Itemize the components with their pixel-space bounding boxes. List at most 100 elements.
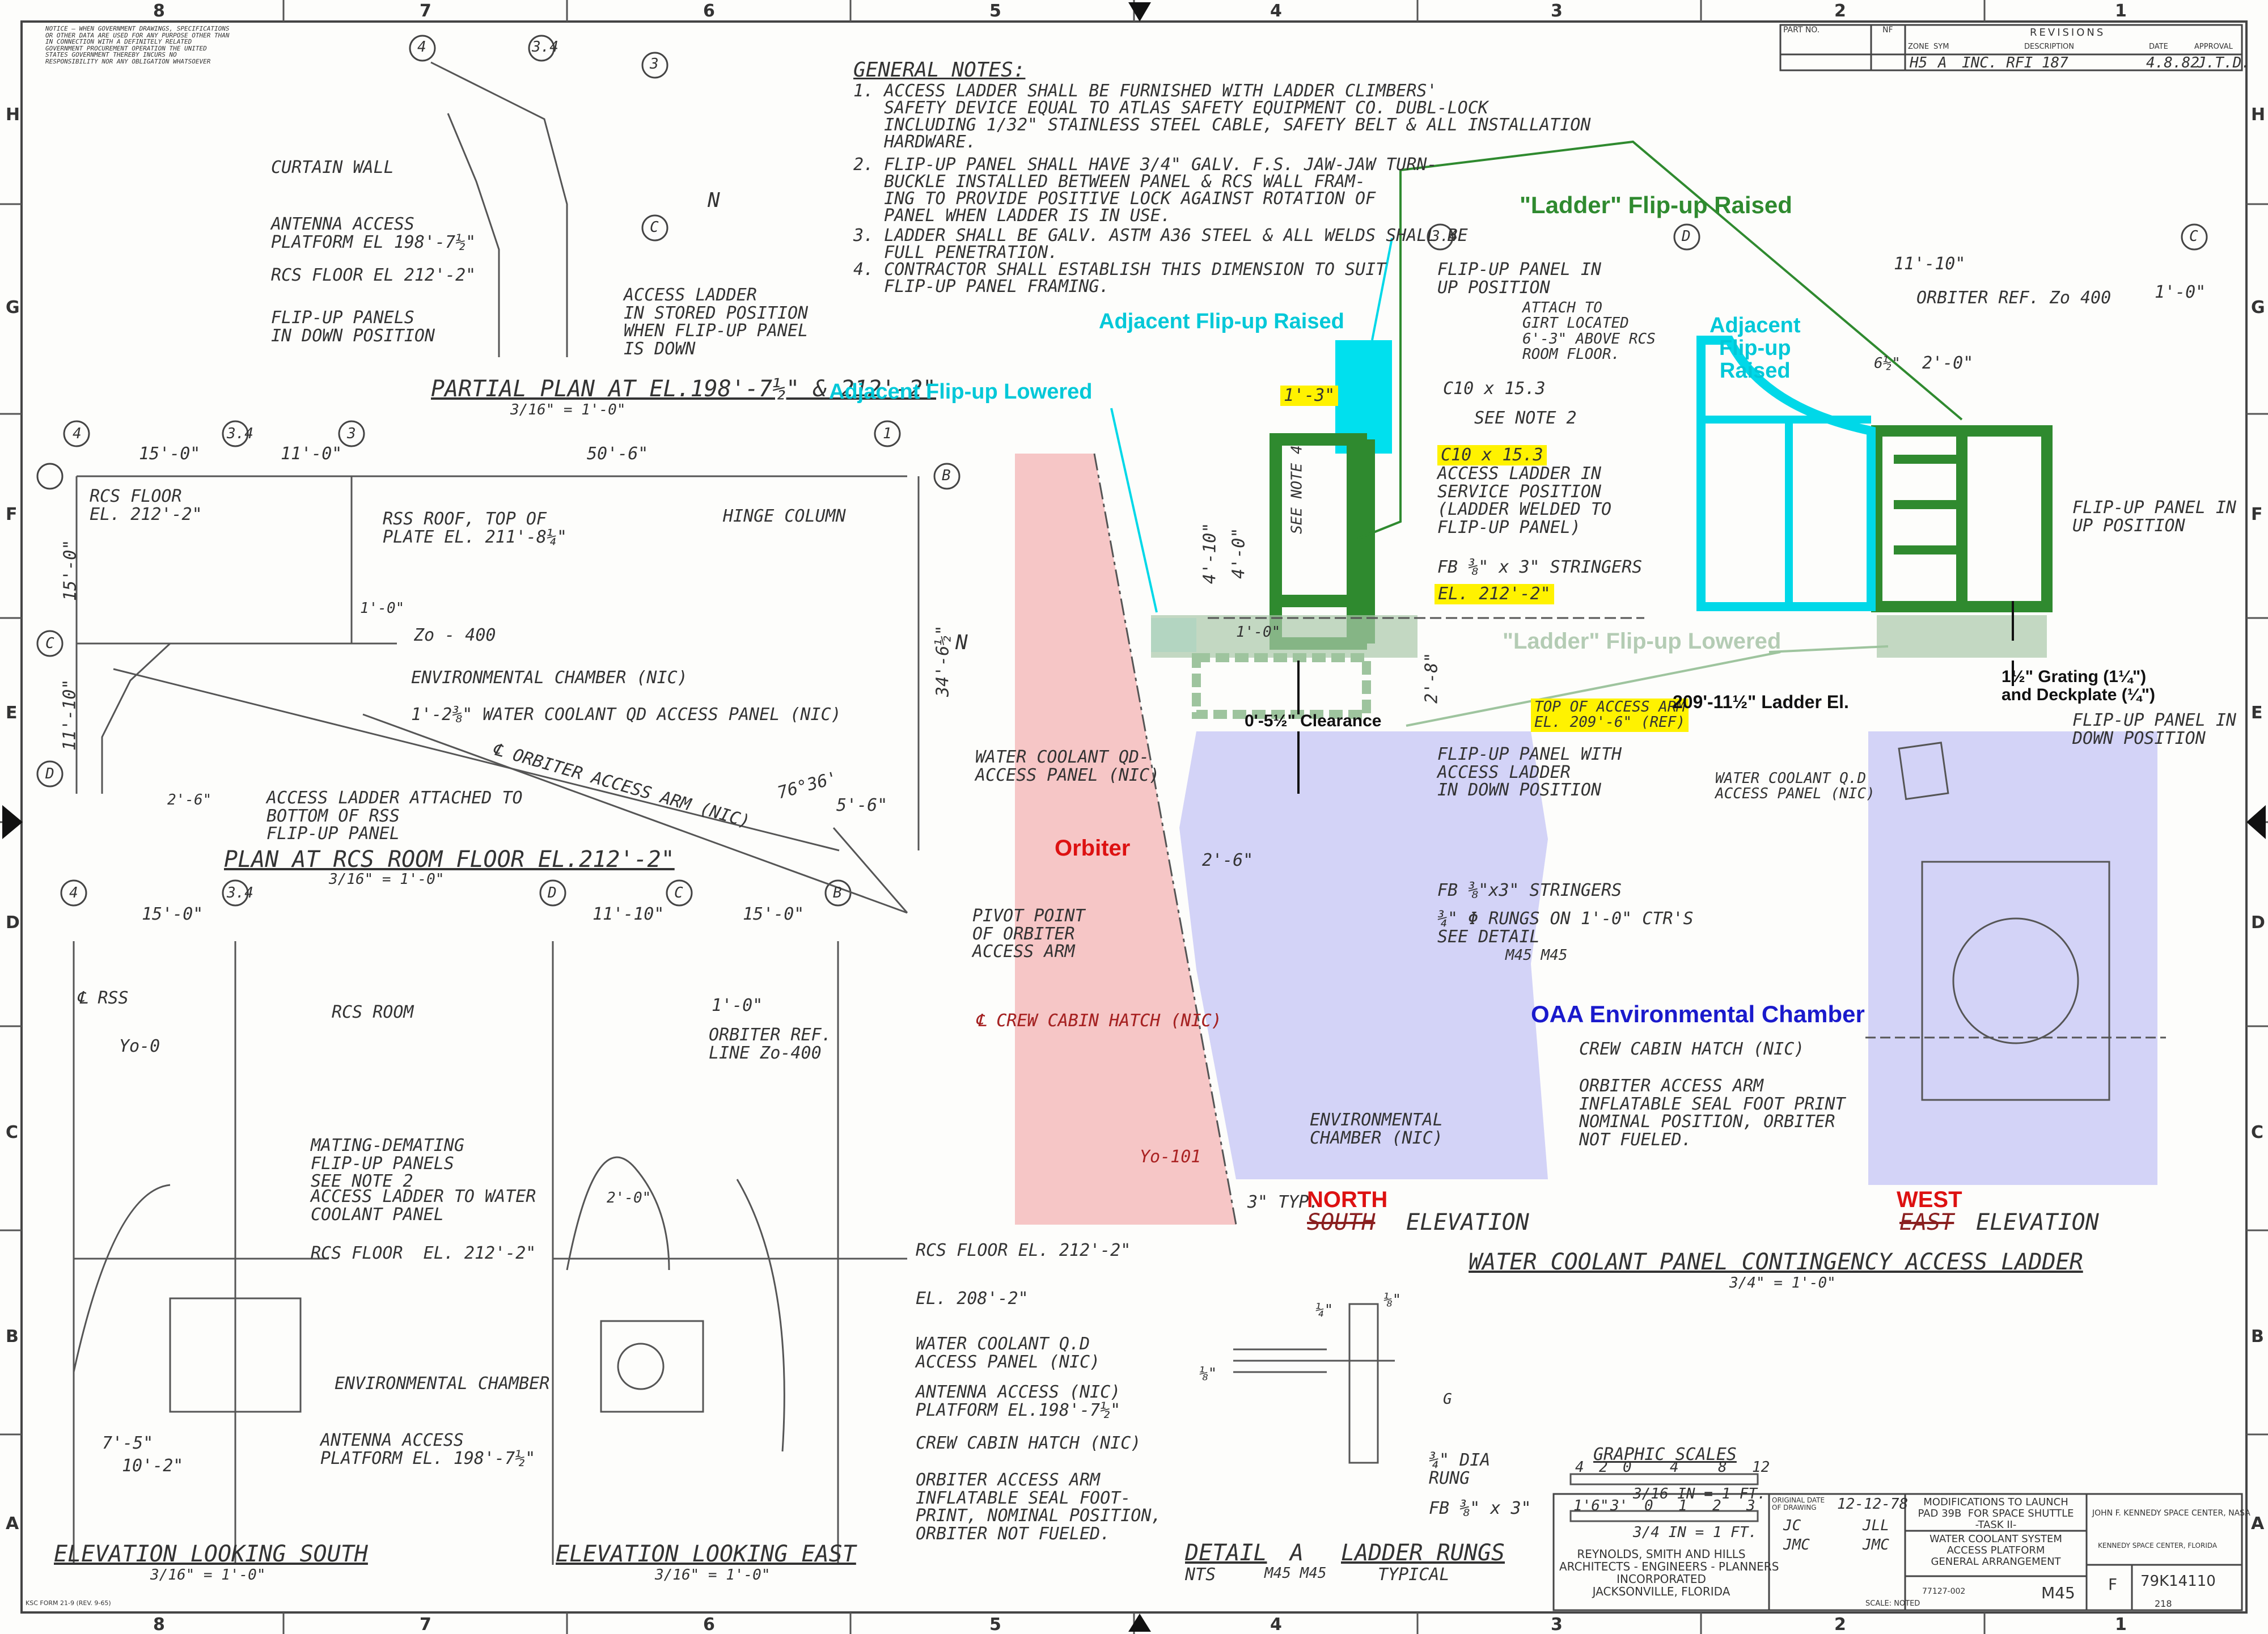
ann-adjacent-raised-left: Adjacent Flip-up Raised xyxy=(1099,310,1344,333)
es-env: ENVIRONMENTAL CHAMBER xyxy=(335,1374,550,1394)
scale-bot-tick-3: 0 xyxy=(1644,1497,1653,1514)
ne-note2: SEE NOTE 2 xyxy=(1474,408,1577,428)
zone-row-f: F xyxy=(6,505,18,524)
es-yo: Yo-0 xyxy=(119,1036,160,1056)
tb-agency: JOHN F. KENNEDY SPACE CENTER, NASA xyxy=(2092,1509,2250,1518)
zone-col-4-bottom: 4 xyxy=(1270,1615,1282,1634)
ne-wc-r: WATER COOLANT Q.D ACCESS PANEL (NIC) xyxy=(1715,770,1875,803)
pp-antenna: ANTENNA ACCESS PLATFORM EL 198'-7½" xyxy=(271,214,476,252)
es-dim-102: 10'-2" xyxy=(122,1456,184,1476)
ann-oaa-chamber: OAA Environmental Chamber xyxy=(1531,1001,1865,1027)
plan-grid-4: 4 xyxy=(73,425,82,442)
ee-title: ELEVATION LOOKING EAST xyxy=(556,1541,856,1567)
ne-rungs: ¾" Φ RUNGS ON 1'-0" CTR'S SEE DETAIL xyxy=(1437,909,1694,947)
plan-zo: Zo - 400 xyxy=(414,625,496,645)
zone-row-g-right: G xyxy=(2251,298,2265,318)
form-number: KSC FORM 21-9 (REV. 9-65) xyxy=(26,1599,111,1607)
main-scale: 3/4" = 1'-0" xyxy=(1729,1275,1836,1292)
west-label: WEST xyxy=(1897,1187,1962,1212)
plan-rss-roof: RSS ROOF, TOP OF PLATE EL. 211'-8¼" xyxy=(383,509,568,547)
plan-scale: 3/16" = 1'-0" xyxy=(329,871,445,888)
tb-drafted: JC xyxy=(1783,1517,1801,1534)
tb-modifications: MODIFICATIONS TO LAUNCH PAD 39B FOR SPAC… xyxy=(1918,1496,2074,1531)
rev-col-sym: SYM xyxy=(1933,43,1949,51)
zone-row-a: A xyxy=(6,1514,19,1534)
plan-title: PLAN AT RCS ROOM FLOOR EL.212'-2" xyxy=(224,846,675,873)
plan-dim-11: 11'-0" xyxy=(281,444,342,464)
scale-top-tick-3: 0 xyxy=(1623,1459,1632,1476)
general-notes-title: GENERAL NOTES: xyxy=(853,58,1026,82)
detail-nts: NTS xyxy=(1185,1565,1216,1585)
rev-header: REVISIONS xyxy=(2030,27,2106,39)
ne-fb: FB ⅜" x 3" STRINGERS xyxy=(1437,557,1643,577)
pp-grid-3: 3 xyxy=(650,56,659,73)
ee-one-ft: 1'-0" xyxy=(712,996,763,1015)
north-elevation-word: ELEVATION xyxy=(1406,1209,1529,1235)
ne-grid-d: D xyxy=(1682,228,1691,245)
zone-row-h: H xyxy=(6,105,20,125)
tb-original-date-label: ORIGINAL DATE OF DRAWING xyxy=(1772,1496,1825,1512)
general-notes-line-1: 1. ACCESS LADDER SHALL BE FURNISHED WITH… xyxy=(853,81,1437,101)
zone-row-h-right: H xyxy=(2251,105,2266,125)
detail-refs: M45 M45 xyxy=(1264,1565,1327,1582)
es-antenna: ANTENNA ACCESS PLATFORM EL. 198'-7½" xyxy=(320,1430,536,1468)
ne-crew-r: CREW CABIN HATCH (NIC) xyxy=(1579,1039,1805,1059)
zone-col-5: 5 xyxy=(989,1,1001,21)
ee-rcs-floor: RCS FLOOR EL. 212'-2" xyxy=(916,1241,1131,1260)
ne-grid-34: 3.4 xyxy=(1431,228,1458,245)
ne-seal-r: ORBITER ACCESS ARM INFLATABLE SEAL FOOT … xyxy=(1579,1076,1846,1150)
plan-dim-15v: 15'-0" xyxy=(60,539,81,601)
detail-fb: FB ⅜" x 3" xyxy=(1429,1498,1531,1518)
ann-clearance: 0'-5½" Clearance xyxy=(1245,712,1382,730)
plan-hinge: HINGE COLUMN xyxy=(723,506,846,526)
es-dim-75: 7'-5" xyxy=(102,1433,154,1453)
zone-row-d-right: D xyxy=(2251,913,2265,933)
es-rcs-room: RCS ROOM xyxy=(332,1002,414,1022)
ee-crew: ℄ CREW CABIN HATCH (NIC) xyxy=(975,1011,1222,1031)
ee-dim-20: 2'-0" xyxy=(607,1189,651,1207)
general-notes-line-5: 2. FLIP-UP PANEL SHALL HAVE 3/4" GALV. F… xyxy=(853,155,1437,175)
pp-flip-up: FLIP-UP PANELS IN DOWN POSITION xyxy=(271,308,435,346)
ne-dim-28: 2'-8" xyxy=(1421,652,1442,704)
scale-top-label: 3/16 IN = 1 FT. xyxy=(1633,1485,1766,1502)
zone-row-f-right: F xyxy=(2251,505,2263,524)
ne-flip-down: FLIP-UP PANEL WITH ACCESS LADDER IN DOWN… xyxy=(1437,744,1622,800)
pp-access-ladder: ACCESS LADDER IN STORED POSITION WHEN FL… xyxy=(624,285,809,359)
tb-system: WATER COOLANT SYSTEM ACCESS PLATFORM GEN… xyxy=(1930,1533,2062,1568)
ne-dim-3typ: 3" TYP. xyxy=(1247,1192,1319,1212)
north-label: NORTH xyxy=(1307,1187,1388,1212)
plan-dim-56: 5'-6" xyxy=(836,795,888,815)
ne-see-note4: SEE NOTE 4 xyxy=(1288,445,1306,534)
detail-dim-1: ¼" xyxy=(1315,1302,1334,1319)
scales-title: GRAPHIC SCALES xyxy=(1593,1445,1737,1464)
detail-sub: LADDER RUNGS xyxy=(1341,1540,1505,1566)
pp-grid-34: 3.4 xyxy=(532,39,558,56)
ne-grid-c: C xyxy=(2189,228,2198,245)
center-mark-right xyxy=(2246,805,2266,839)
ne-dim-10r: 1'-0" xyxy=(2155,282,2206,302)
ee-crew2: CREW CABIN HATCH (NIC) xyxy=(916,1433,1141,1453)
tb-designed: JMC xyxy=(1783,1536,1810,1553)
ee-seal: ORBITER ACCESS ARM INFLATABLE SEAL FOOT-… xyxy=(916,1470,1162,1544)
zone-col-6: 6 xyxy=(703,1,715,21)
plan-grid-d: D xyxy=(45,765,54,782)
ne-dim-10: 1'-0" xyxy=(1236,624,1281,641)
ne-dim-20: 2'-0" xyxy=(1922,353,1974,373)
es-ladder: ACCESS LADDER TO WATER COOLANT PANEL xyxy=(311,1187,536,1225)
ne-crew: ℄ CREW CABIN HATCH (NIC) xyxy=(975,1011,1222,1031)
ne-flip-up: FLIP-UP PANEL IN UP POSITION xyxy=(1437,260,1601,298)
ne-yo: Yo-101 xyxy=(1140,1147,1201,1167)
zone-col-8-bottom: 8 xyxy=(153,1615,165,1634)
ne-detail-ref: M45 M45 xyxy=(1505,947,1568,964)
oaa-chamber-west xyxy=(1868,731,2157,1185)
rev-nf: NF xyxy=(1882,26,1893,35)
plan-grid-34: 3.4 xyxy=(227,425,253,442)
plan-grid-c: C xyxy=(45,635,54,652)
plan-grid-3: 3 xyxy=(347,425,356,442)
south-struck-label: SOUTH xyxy=(1307,1209,1376,1235)
zone-row-e: E xyxy=(6,703,18,723)
general-notes-line-6: BUCKLE INSTALLED BETWEEN PANEL & RCS WAL… xyxy=(853,172,1366,192)
ne-orbiter-ref: ORBITER REF. Zo 400 xyxy=(1916,288,2112,308)
